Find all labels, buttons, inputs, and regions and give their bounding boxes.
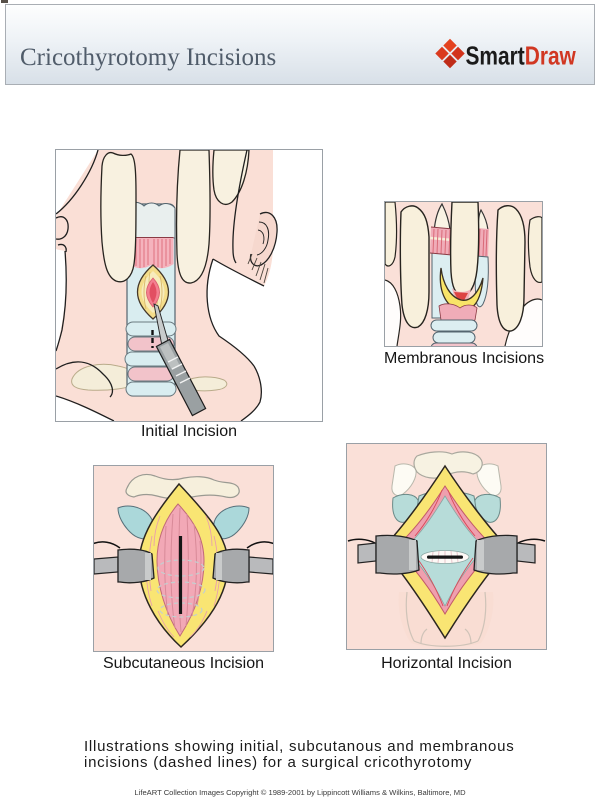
svg-text:SmartDraw: SmartDraw bbox=[466, 42, 577, 70]
